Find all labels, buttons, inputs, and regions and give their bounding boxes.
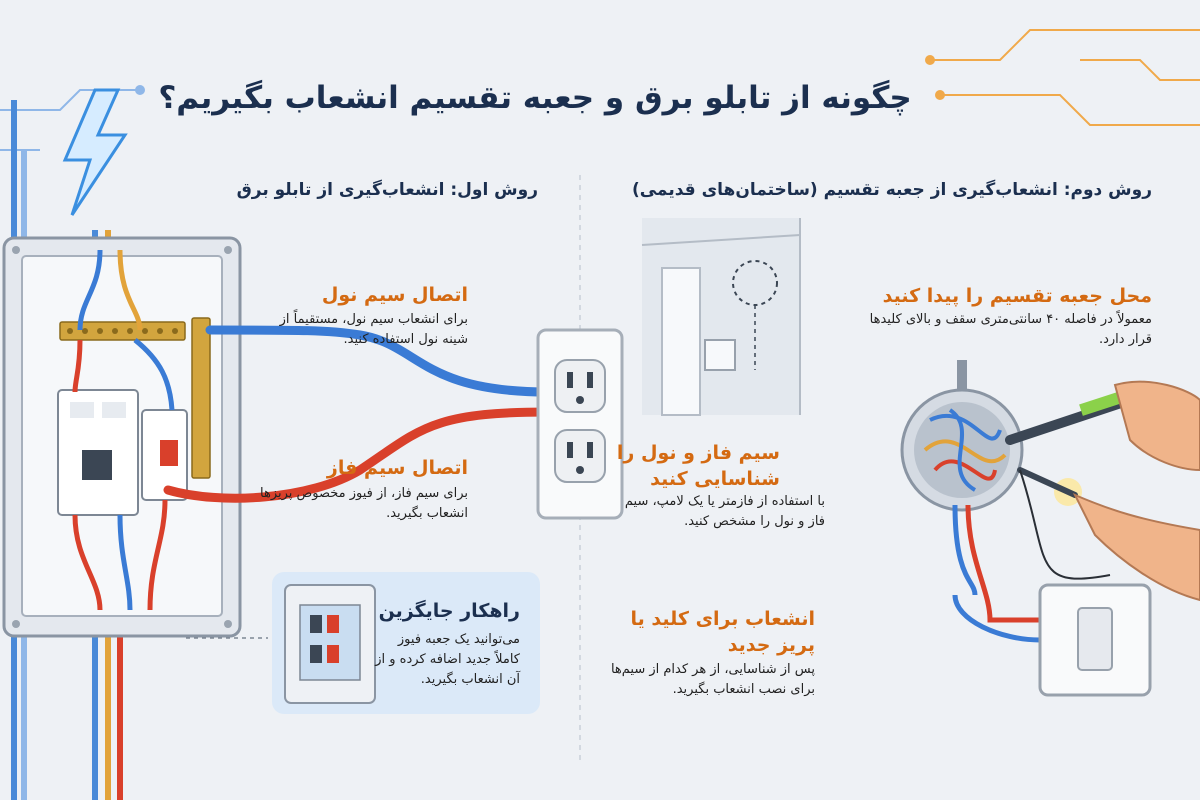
branch-text: پس از شناسایی، از هر کدام از سیم‌ها برای… [610,662,815,697]
page-title: چگونه از تابلو برق و جعبه تقسیم انشعاب ب… [158,80,912,116]
neutral-busbar [59,321,186,341]
identify-wires-title: سیم فاز و نول را شناسایی کنید [616,442,780,490]
method-one-heading: روش اول: انشعاب‌گیری از تابلو برق [236,180,538,200]
phase-connection-text: برای سیم فاز، از فیوز مخصوص پریزها انشعا… [260,486,468,521]
neutral-wire [205,325,553,397]
identify-wires-text: با استفاده از فازمتر یا یک لامپ، سیم فاز… [624,494,825,529]
fuse-box [284,584,376,704]
circuit-decoration-right [925,29,1200,126]
test-lamp-icon [1017,467,1200,602]
wall-outlet [536,328,624,520]
branch-title: انشعاب برای کلید یا پریز جدید [630,608,815,656]
junction-box [900,360,1041,643]
locate-junction-text: معمولاً در فاصله ۴۰ سانتی‌متری سقف و بال… [869,312,1152,347]
phase-wire [163,407,553,503]
lightning-icon [62,88,128,216]
phase-connection-title: اتصال سیم فاز [326,457,468,479]
earth-busbar [191,317,211,479]
light-switch [1038,583,1152,697]
room-corner [641,218,801,416]
alternative-text: می‌توانید یک جعبه فیوز کاملاً جدید اضافه… [375,632,520,687]
neutral-connection-title: اتصال سیم نول [321,284,468,306]
neutral-connection-text: برای انشعاب سیم نول، مستقیماً از شینه نو… [279,312,468,347]
locate-junction-title: محل جعبه تقسیم را پیدا کنید [882,285,1152,307]
phase-tester-icon [1005,380,1200,472]
wall-switch-small [704,339,736,371]
alternative-title: راهکار جایگزین [378,600,520,622]
method-two-heading: روش دوم: انشعاب‌گیری از جعبه تقسیم (ساخت… [631,180,1152,200]
electrical-panel [2,236,242,638]
